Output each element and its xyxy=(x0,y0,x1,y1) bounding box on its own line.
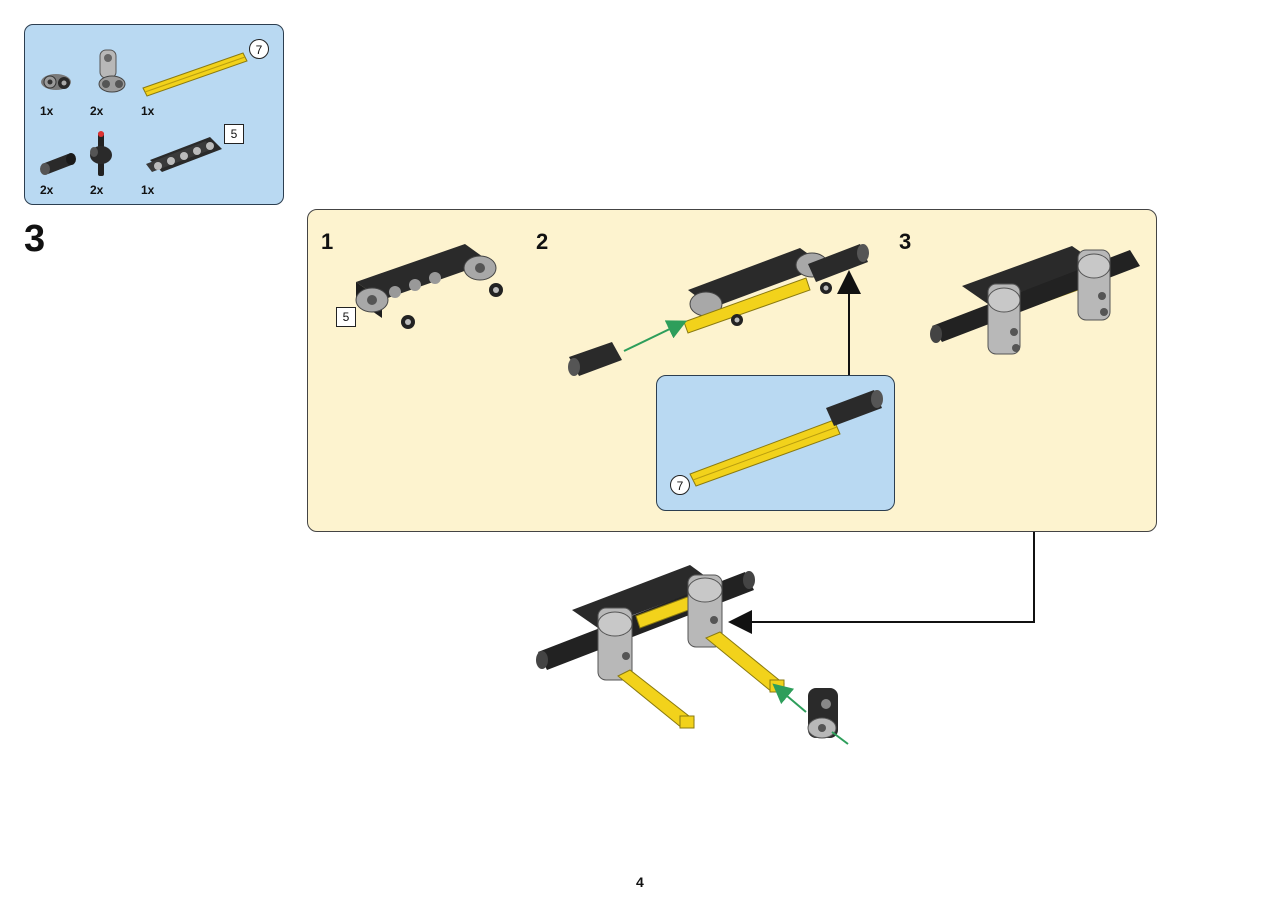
part-qty: 1x xyxy=(141,183,155,197)
beam-length-label: 5 xyxy=(224,124,244,144)
part-qty: 2x xyxy=(90,104,104,118)
substep-number-3: 3 xyxy=(899,229,912,254)
axle-length-label: 7 xyxy=(670,475,690,495)
callout-axle-assembly xyxy=(689,390,883,487)
part-qty: 2x xyxy=(40,183,54,197)
part-qty: 1x xyxy=(141,104,155,118)
axle-connector-black-icon xyxy=(40,153,76,175)
perpendicular-pin-connector-icon xyxy=(98,49,126,93)
main-assembly xyxy=(536,565,849,745)
substep-number-1: 1 xyxy=(321,229,334,254)
substep-2-assembly xyxy=(568,244,869,376)
cross-block-pin-icon xyxy=(90,131,112,176)
substep-number-2: 2 xyxy=(536,229,549,254)
step-number: 3 xyxy=(24,218,46,260)
substep-1-assembly xyxy=(355,244,503,329)
axle-pin-connector-icon xyxy=(41,74,71,90)
axle-7-icon xyxy=(142,52,248,97)
part-qty: 2x xyxy=(90,183,104,197)
substep-3-assembly xyxy=(930,246,1140,355)
beam-length-label: 5 xyxy=(336,307,356,327)
axle-length-label: 7 xyxy=(249,39,269,59)
part-qty: 1x xyxy=(40,104,54,118)
page-number: 4 xyxy=(636,874,644,890)
beam-5-icon xyxy=(146,137,222,172)
